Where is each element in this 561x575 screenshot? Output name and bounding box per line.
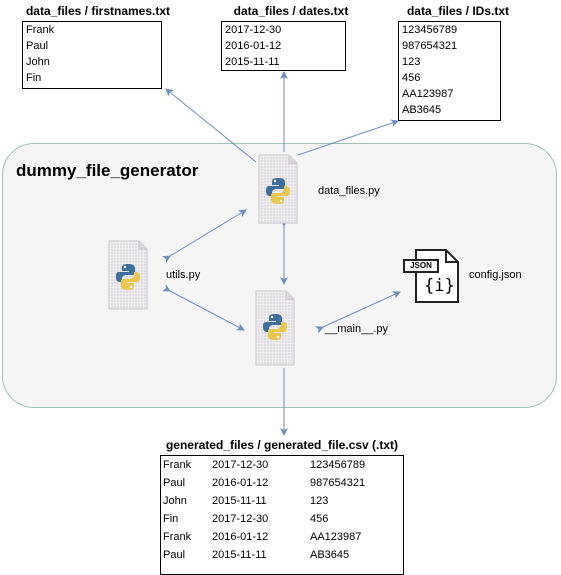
main-py-label: __main__.py: [325, 323, 388, 335]
dates-line: 2015-11-11: [225, 56, 280, 68]
row-date: 2015-11-11: [212, 495, 267, 507]
generated-file-title: generated_files / generated_file.csv (.t…: [165, 438, 399, 452]
config-json-glyph: {i}: [424, 276, 455, 296]
ids-line: 456: [402, 72, 421, 84]
firstnames-line: Frank: [26, 24, 55, 36]
firstnames-line: John: [26, 56, 50, 68]
row-id: 987654321: [310, 477, 366, 489]
ids-line: AB3645: [402, 104, 442, 116]
row-date: 2016-01-12: [212, 477, 269, 489]
row-id: 123: [310, 495, 329, 507]
firstnames-file-title: data_files / firstnames.txt: [25, 4, 171, 18]
utils-py-icon: [108, 240, 148, 310]
table-row: Frank 2017-12-30 123456789: [161, 456, 403, 474]
row-firstname: Fin: [163, 513, 179, 525]
dates-file-box: 2017-12-30 2016-01-12 2015-11-11: [221, 21, 346, 71]
data-files-py-label: data_files.py: [318, 185, 380, 197]
table-row: Fin 2017-12-30 456: [161, 510, 403, 528]
row-date: 2015-11-11: [212, 549, 267, 561]
row-firstname: Paul: [163, 549, 186, 561]
ids-file-title: data_files / IDs.txt: [406, 4, 510, 18]
row-firstname: Frank: [163, 531, 192, 543]
firstnames-file-box: Frank Paul John Fin: [22, 21, 162, 89]
ids-line: 123456789: [402, 24, 458, 36]
generated-file-table: Frank 2017-12-30 123456789 Paul 2016-01-…: [160, 455, 404, 575]
ids-line: 987654321: [402, 40, 458, 52]
row-firstname: Frank: [163, 459, 192, 471]
dates-line: 2017-12-30: [225, 24, 282, 36]
main-py-icon: [255, 290, 295, 366]
dates-line: 2016-01-12: [225, 40, 282, 52]
utils-py-label: utils.py: [166, 269, 201, 281]
firstnames-line: Fin: [26, 72, 42, 84]
dates-file-title: data_files / dates.txt: [233, 4, 349, 18]
ids-line: 123: [402, 56, 421, 68]
container-title: dummy_file_generator: [16, 161, 199, 180]
config-json-badge: JSON: [410, 261, 432, 270]
row-firstname: Paul: [163, 477, 186, 489]
ids-line: AA123987: [402, 88, 454, 100]
row-date: 2017-12-30: [212, 459, 269, 471]
row-id: AB3645: [310, 549, 350, 561]
row-id: 123456789: [310, 459, 366, 471]
row-date: 2017-12-30: [212, 513, 269, 525]
config-json-icon: JSON {i}: [402, 248, 462, 304]
config-json-label: config.json: [469, 269, 522, 281]
row-firstname: John: [163, 495, 187, 507]
data-files-py-icon: [258, 154, 298, 224]
ids-file-box: 123456789 987654321 123 456 AA123987 AB3…: [398, 21, 501, 121]
table-row: Paul 2015-11-11 AB3645: [161, 546, 403, 564]
firstnames-line: Paul: [26, 40, 49, 52]
row-id: 456: [310, 513, 329, 525]
table-row: Frank 2016-01-12 AA123987: [161, 528, 403, 546]
table-row: John 2015-11-11 123: [161, 492, 403, 510]
row-id: AA123987: [310, 531, 362, 543]
table-row: Paul 2016-01-12 987654321: [161, 474, 403, 492]
row-date: 2016-01-12: [212, 531, 269, 543]
